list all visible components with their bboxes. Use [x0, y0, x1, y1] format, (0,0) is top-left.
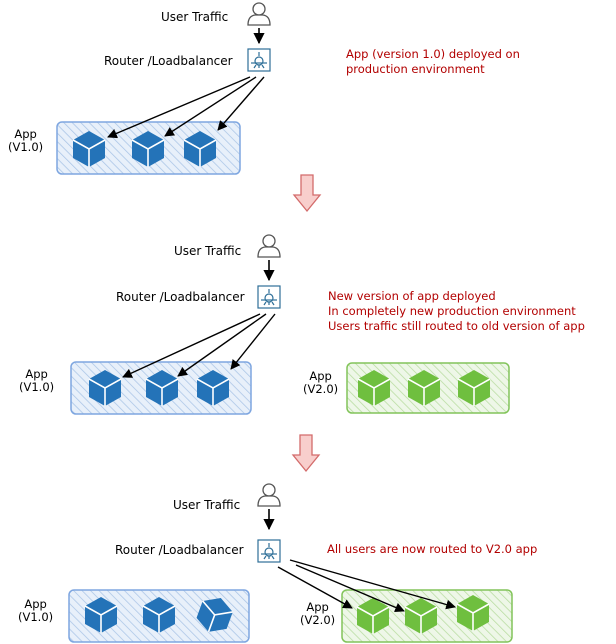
route-arrow [295, 564, 405, 613]
stage-note: New version of app deployed In completel… [328, 289, 585, 333]
app-v1-label: App (V1.0) [19, 367, 55, 394]
app-v2-label: App (V2.0) [300, 600, 336, 627]
app-v1-label: App (V1.0) [18, 597, 54, 624]
user-icon [257, 483, 281, 507]
route-arrow [122, 313, 261, 378]
app-v2-label: App (V2.0) [303, 369, 339, 396]
stage-1 [56, 2, 271, 175]
route-arrow [277, 566, 353, 609]
stage-3 [68, 483, 513, 643]
route-arrow [177, 313, 267, 377]
user-icon [247, 2, 271, 26]
route-arrow [164, 76, 257, 137]
router-icon [247, 48, 271, 72]
user-traffic-label: User Traffic [173, 498, 241, 512]
user-traffic-label: User Traffic [161, 10, 229, 24]
stage-note: All users are now routed to V2.0 app [327, 542, 538, 556]
route-arrow [107, 76, 251, 139]
user-traffic-label: User Traffic [174, 244, 242, 258]
stage-2 [70, 234, 510, 415]
user-icon [257, 234, 281, 258]
app-v1-label: App (V1.0) [8, 127, 44, 154]
down-arrow-icon [293, 174, 321, 212]
down-arrow-icon [292, 434, 320, 472]
router-label: Router /Loadbalancer [115, 543, 244, 557]
router-label: Router /Loadbalancer [116, 290, 245, 304]
router-label: Router /Loadbalancer [104, 54, 233, 68]
route-arrow [289, 559, 456, 610]
router-icon [257, 285, 281, 309]
router-icon [257, 539, 281, 563]
route-arrow [230, 313, 276, 370]
route-arrow [217, 76, 265, 131]
stage-note: App (version 1.0) deployed on production… [346, 47, 520, 76]
